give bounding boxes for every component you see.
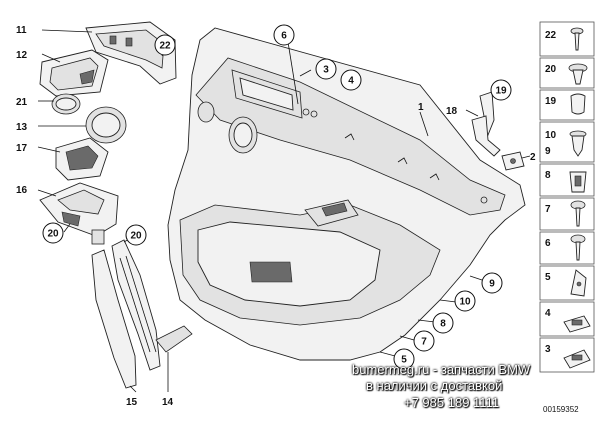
- svg-text:3: 3: [545, 344, 551, 355]
- svg-text:6: 6: [545, 238, 551, 249]
- leader-lines: [37, 29, 531, 393]
- callout-20-right: 20: [125, 224, 147, 246]
- svg-text:10: 10: [545, 130, 557, 141]
- handle-bowl: [39, 49, 109, 97]
- svg-text:20: 20: [47, 229, 59, 240]
- label-12: 12: [16, 50, 28, 61]
- push-clip-icon: [568, 63, 588, 85]
- circled-callouts: 22 6 3 4 19 20 20 9 10 8 7 5: [42, 24, 512, 370]
- fastener-legend: 22 20 19 10 9: [539, 21, 595, 373]
- small-speaker-grille: [51, 93, 81, 115]
- legend-row-19: 19: [539, 89, 595, 121]
- svg-text:6: 6: [281, 31, 287, 42]
- mounting-bracket: [471, 91, 501, 157]
- handle-cover-strip: [91, 249, 137, 389]
- svg-text:10: 10: [459, 297, 471, 308]
- callout-20-left: 20: [42, 222, 64, 244]
- clip-icon: [563, 315, 591, 333]
- label-11: 11: [16, 25, 27, 36]
- label-17: 17: [16, 143, 28, 154]
- svg-text:22: 22: [159, 41, 171, 52]
- callout-9: 9: [481, 272, 503, 294]
- callout-22: 22: [154, 34, 176, 56]
- switch-carrier: [39, 182, 119, 245]
- label-1: 1: [418, 102, 424, 113]
- svg-text:9: 9: [545, 146, 551, 157]
- svg-text:3: 3: [323, 65, 329, 76]
- callout-7: 7: [413, 330, 435, 352]
- legend-row-7: 7: [539, 197, 595, 231]
- grab-handle: [111, 239, 193, 371]
- handle-support-bracket: [85, 21, 177, 85]
- callout-19: 19: [490, 79, 512, 101]
- svg-text:7: 7: [545, 204, 551, 215]
- svg-text:5: 5: [401, 355, 407, 366]
- legend-row-5: 5: [539, 265, 595, 301]
- callout-5: 5: [393, 348, 415, 370]
- expanding-clip-icon: [569, 130, 587, 157]
- legend-row-3: 3: [539, 337, 595, 373]
- legend-row-22: 22: [539, 21, 595, 57]
- clip-icon: [563, 349, 591, 369]
- svg-text:5: 5: [545, 272, 551, 283]
- svg-text:8: 8: [545, 170, 551, 181]
- label-13: 13: [16, 122, 28, 133]
- clip-part: [501, 151, 525, 171]
- svg-text:22: 22: [545, 30, 557, 41]
- label-16: 16: [16, 185, 28, 196]
- legend-row-10-9: 10 9: [539, 121, 595, 163]
- callout-8: 8: [432, 312, 454, 334]
- screw-icon: [570, 200, 586, 227]
- svg-text:20: 20: [130, 231, 142, 242]
- watermark-line-1: bumermeg.ru - запчасти BMW: [352, 362, 531, 377]
- label-14: 14: [162, 397, 174, 408]
- nut-clip-icon: [570, 269, 587, 297]
- label-21: 21: [16, 97, 28, 108]
- diagram-number: 00159352: [543, 405, 579, 414]
- screw-icon: [570, 234, 586, 261]
- plain-labels: 11 12 21 13 17 16 1 18 2 15 14: [16, 25, 536, 408]
- legend-row-4: 4: [539, 301, 595, 337]
- svg-text:19: 19: [495, 86, 507, 97]
- svg-text:19: 19: [545, 96, 557, 107]
- callout-4: 4: [340, 69, 362, 91]
- callout-10: 10: [454, 290, 476, 312]
- grommet-icon: [569, 171, 587, 193]
- door-trim-panel: [167, 27, 526, 361]
- legend-row-6: 6: [539, 231, 595, 265]
- legend-row-20: 20: [539, 57, 595, 89]
- label-18: 18: [446, 106, 458, 117]
- svg-text:8: 8: [440, 319, 446, 330]
- svg-text:7: 7: [421, 337, 427, 348]
- speaker-grille: [85, 106, 127, 144]
- callout-6: 6: [273, 24, 295, 46]
- callout-3: 3: [315, 58, 337, 80]
- watermark-line-2: в наличии с доставкой: [366, 378, 503, 393]
- svg-text:9: 9: [489, 279, 495, 290]
- legend-row-8: 8: [539, 163, 595, 197]
- svg-text:4: 4: [348, 76, 354, 87]
- screw-icon: [570, 27, 584, 51]
- label-2: 2: [530, 152, 536, 163]
- svg-text:4: 4: [545, 308, 551, 319]
- svg-text:20: 20: [545, 64, 557, 75]
- storage-insert: [55, 137, 109, 181]
- label-15: 15: [126, 397, 138, 408]
- rivet-icon: [570, 93, 586, 115]
- watermark-line-3: +7 985 189 1111: [404, 395, 500, 410]
